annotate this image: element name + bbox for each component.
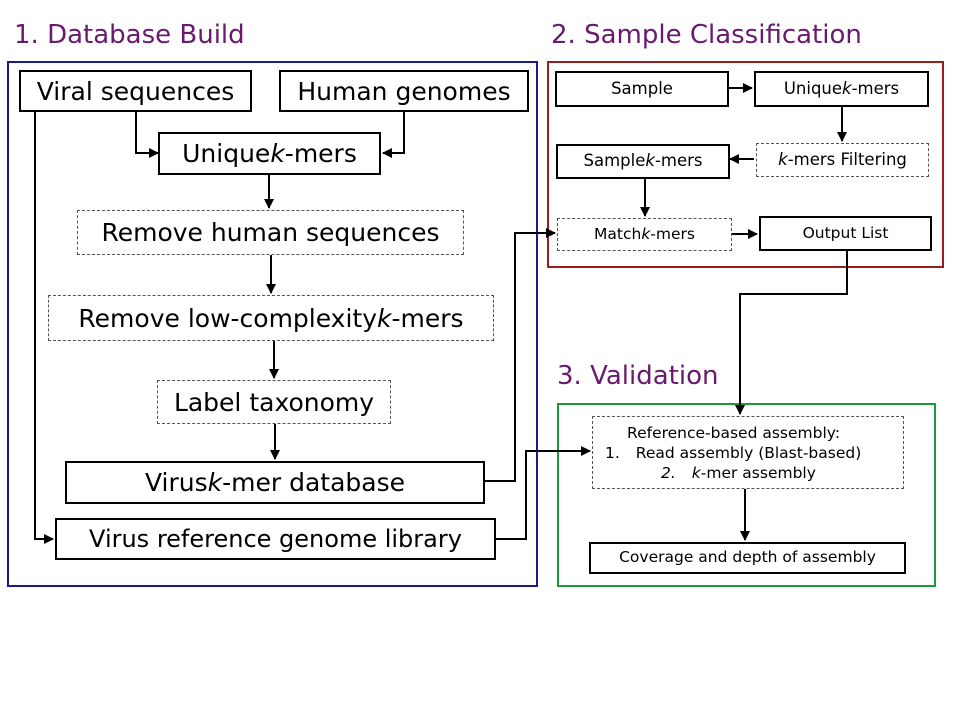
kmers-filtering-box: k-mers Filtering	[756, 143, 929, 177]
remove-low-complexity-kmers-box: Remove low-complexity k-mers	[48, 295, 494, 341]
coverage-depth-box: Coverage and depth of assembly	[589, 542, 906, 574]
human-genomes-box: Human genomes	[279, 70, 529, 112]
remove-human-sequences-box: Remove human sequences	[77, 210, 464, 255]
db-unique-kmers-box: Unique k-mers	[158, 132, 381, 175]
sample-classification-panel	[547, 61, 944, 268]
output-list-box: Output List	[759, 216, 932, 251]
arrow-viral-to-vref	[34, 112, 54, 544]
sample-box: Sample	[555, 71, 729, 107]
viral-sequences-box: Viral sequences	[19, 70, 252, 112]
reference-based-assembly-box: Reference-based assembly: 1.Read assembl…	[592, 416, 904, 489]
arrow-viral-to-unique	[135, 112, 159, 158]
virus-reference-genome-library-box: Virus reference genome library	[55, 518, 496, 560]
section-title-validation: 3. Validation	[557, 361, 719, 391]
reference-assembly-item-1: 1.Read assembly (Blast-based)	[605, 443, 862, 462]
sample-kmers-box: Sample k-mers	[556, 144, 730, 179]
arrow-human-to-unique	[382, 112, 405, 158]
label-taxonomy-box: Label taxonomy	[157, 380, 391, 424]
section-title-sample-classification: 2. Sample Classification	[551, 20, 862, 50]
reference-assembly-item-2: 2.k-mer assembly	[661, 463, 816, 482]
arrow-output-to-reference	[735, 251, 848, 415]
match-kmers-box: Match k-mers	[557, 218, 732, 251]
validation-panel	[557, 403, 936, 587]
virus-kmer-database-box: Virus k-mer database	[65, 461, 485, 504]
section-title-database-build: 1. Database Build	[14, 20, 245, 50]
database-build-panel	[7, 61, 538, 587]
reference-assembly-title: Reference-based assembly:	[627, 423, 841, 442]
arrow-vref-to-reference	[496, 446, 591, 540]
arrow-vdb-to-match	[485, 228, 556, 482]
sc-unique-kmers-box: Unique k-mers	[754, 71, 929, 107]
